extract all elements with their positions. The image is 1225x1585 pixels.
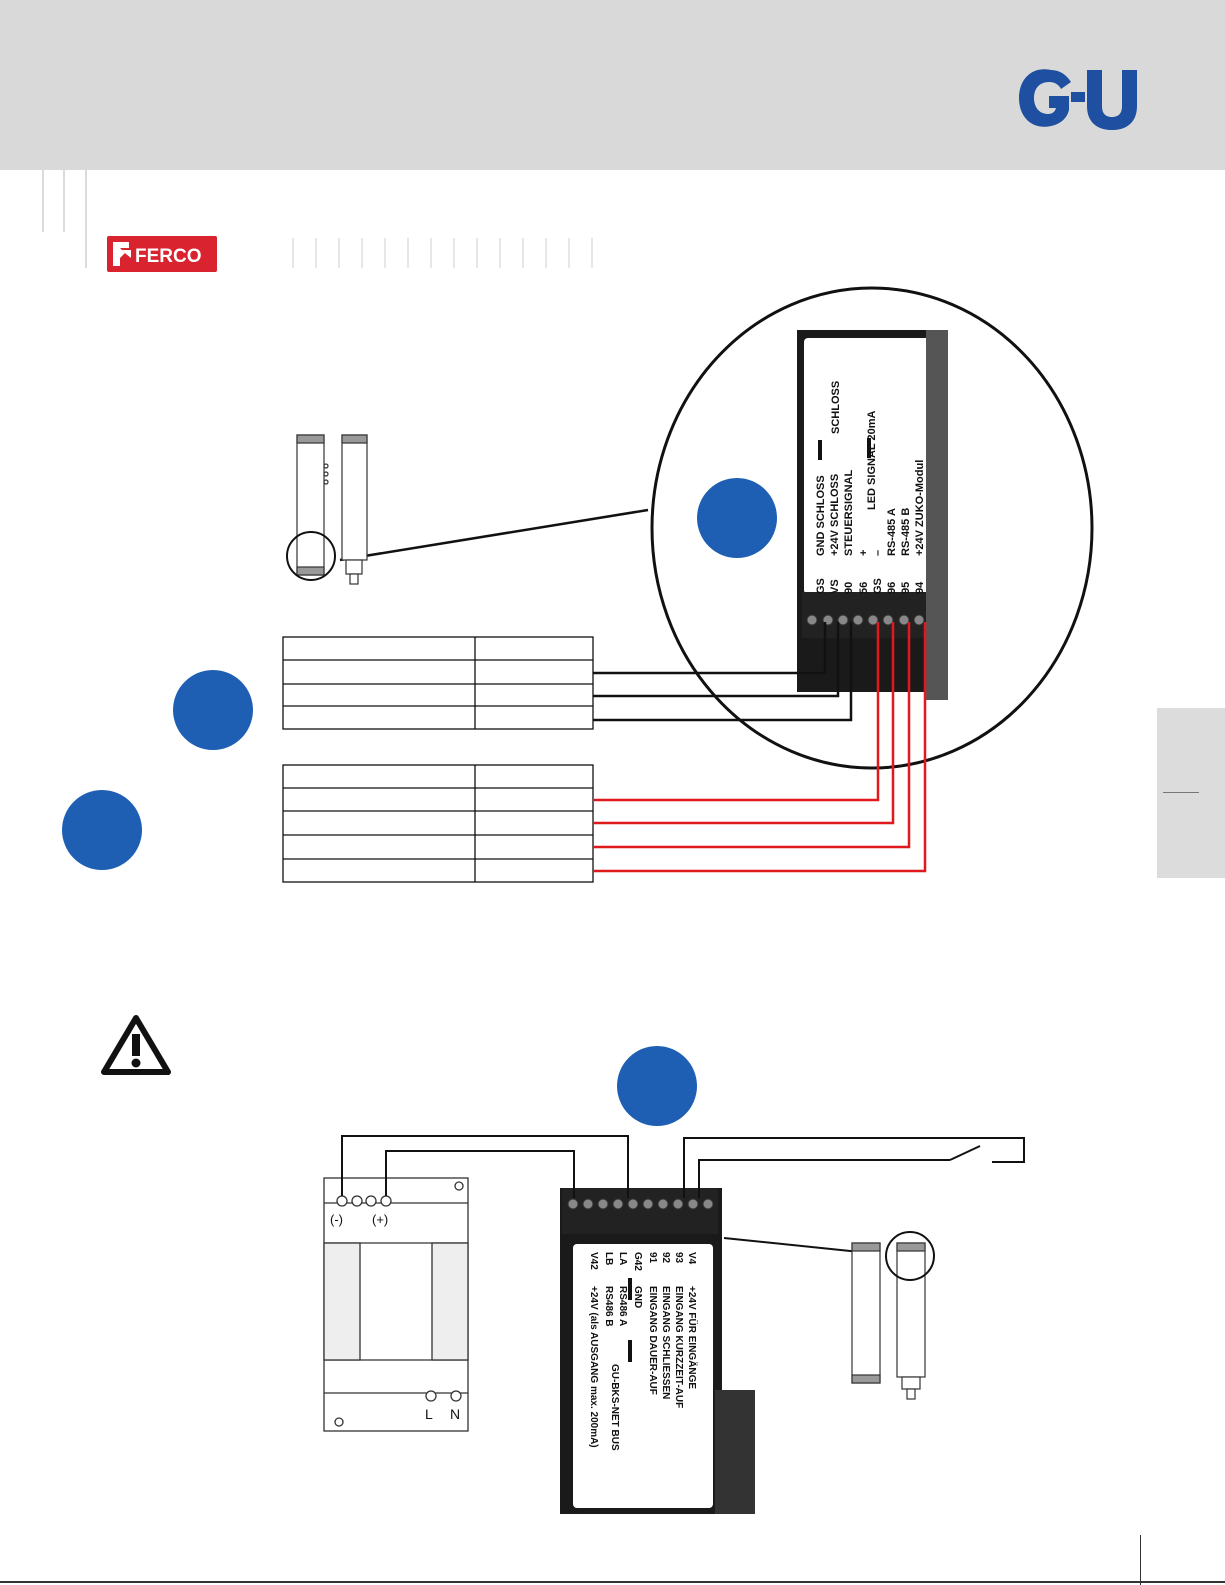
terminal-label: RS486 A — [617, 1286, 628, 1327]
bus-label: GU-BKS-NET BUS — [609, 1364, 620, 1451]
terminal-label: EINGANG DAUER-AUF — [647, 1286, 658, 1395]
terminal-code: GS — [872, 578, 884, 594]
tick-marks — [292, 238, 593, 268]
terminal-code: 90 — [843, 581, 855, 594]
terminal-code: VS — [829, 579, 841, 594]
decorative-lines — [0, 170, 100, 280]
detail-pointer-line — [339, 508, 649, 562]
terminal-label: RS-485 B — [900, 507, 912, 556]
module-top — [797, 330, 948, 700]
wires-black — [593, 622, 853, 722]
terminal-label: RS486 B — [603, 1286, 614, 1327]
badge-table-1 — [173, 670, 253, 750]
terminal-code: 91 — [647, 1252, 658, 1264]
terminal-code: 92 — [660, 1252, 671, 1264]
terminal-label: STEUERSIGNAL — [843, 469, 855, 556]
lock-profile-bottom — [851, 1242, 926, 1400]
terminal-code: V42 — [588, 1252, 599, 1270]
terminal-code: 94 — [914, 581, 926, 594]
terminal-label: GND — [632, 1286, 643, 1309]
ferco-text: FERCO — [135, 246, 202, 267]
badge-table-2 — [62, 790, 142, 870]
terminal-code: 95 — [900, 581, 912, 594]
terminal-code: V4 — [686, 1252, 697, 1265]
page-header — [0, 0, 1225, 170]
terminal-code: 56 — [858, 581, 870, 594]
terminal-label: +24V SCHLOSS — [829, 473, 841, 556]
psu-plus-label: (+) — [372, 1212, 389, 1227]
ferco-logo: FERCO — [107, 236, 217, 272]
terminal-label: EINGANG KURZZEIT-AUF — [673, 1286, 684, 1409]
psu-l-label: L — [425, 1406, 433, 1422]
terminal-label: EINGANG SCHLIESSEN — [660, 1286, 671, 1400]
warning-triangle-icon — [101, 1015, 171, 1075]
lock-detail-circle-bottom — [885, 1231, 935, 1281]
terminal-code: GS — [815, 578, 827, 594]
badge-module-bottom — [617, 1046, 697, 1126]
wires-red — [593, 622, 927, 873]
power-supply — [323, 1177, 469, 1432]
side-tab-divider — [1163, 792, 1199, 793]
module-bottom — [560, 1188, 755, 1514]
terminal-code: G42 — [632, 1252, 643, 1271]
terminal-label: +24V ZUKO-Modul — [914, 459, 926, 556]
page-number-divider — [1140, 1535, 1141, 1585]
terminal-label: – — [872, 549, 884, 556]
terminal-label: +24V FÜR EINGÄNGE — [686, 1286, 697, 1390]
terminal-label: GND SCHLOSS — [815, 475, 827, 556]
terminal-label: RS-485 A — [886, 508, 898, 556]
terminal-label: +24V (als AUSGANG max. 200mA) — [588, 1286, 599, 1448]
terminal-code: LA — [617, 1252, 628, 1266]
badge-module-top — [697, 478, 777, 558]
psu-n-label: N — [450, 1406, 461, 1422]
terminal-code: 96 — [886, 581, 898, 594]
table-top-2 — [282, 764, 594, 883]
gu-logo — [1019, 69, 1137, 130]
lock-detail-circle-top — [286, 531, 336, 581]
wires-bottom — [341, 1135, 1025, 1253]
psu-minus-label: (-) — [330, 1212, 343, 1227]
footer-rule — [0, 1581, 1225, 1583]
detail-circle — [650, 286, 1094, 770]
terminal-code: 93 — [673, 1252, 684, 1264]
table-top-1 — [282, 636, 594, 730]
side-tab — [1157, 708, 1225, 878]
group-label-schloss: SCHLOSS — [830, 380, 842, 434]
lock-profile-top — [296, 434, 368, 585]
group-label-led: LED SIGNAL 20mA — [866, 410, 878, 510]
terminal-code: LB — [603, 1252, 614, 1266]
terminal-label: + — [858, 549, 870, 556]
